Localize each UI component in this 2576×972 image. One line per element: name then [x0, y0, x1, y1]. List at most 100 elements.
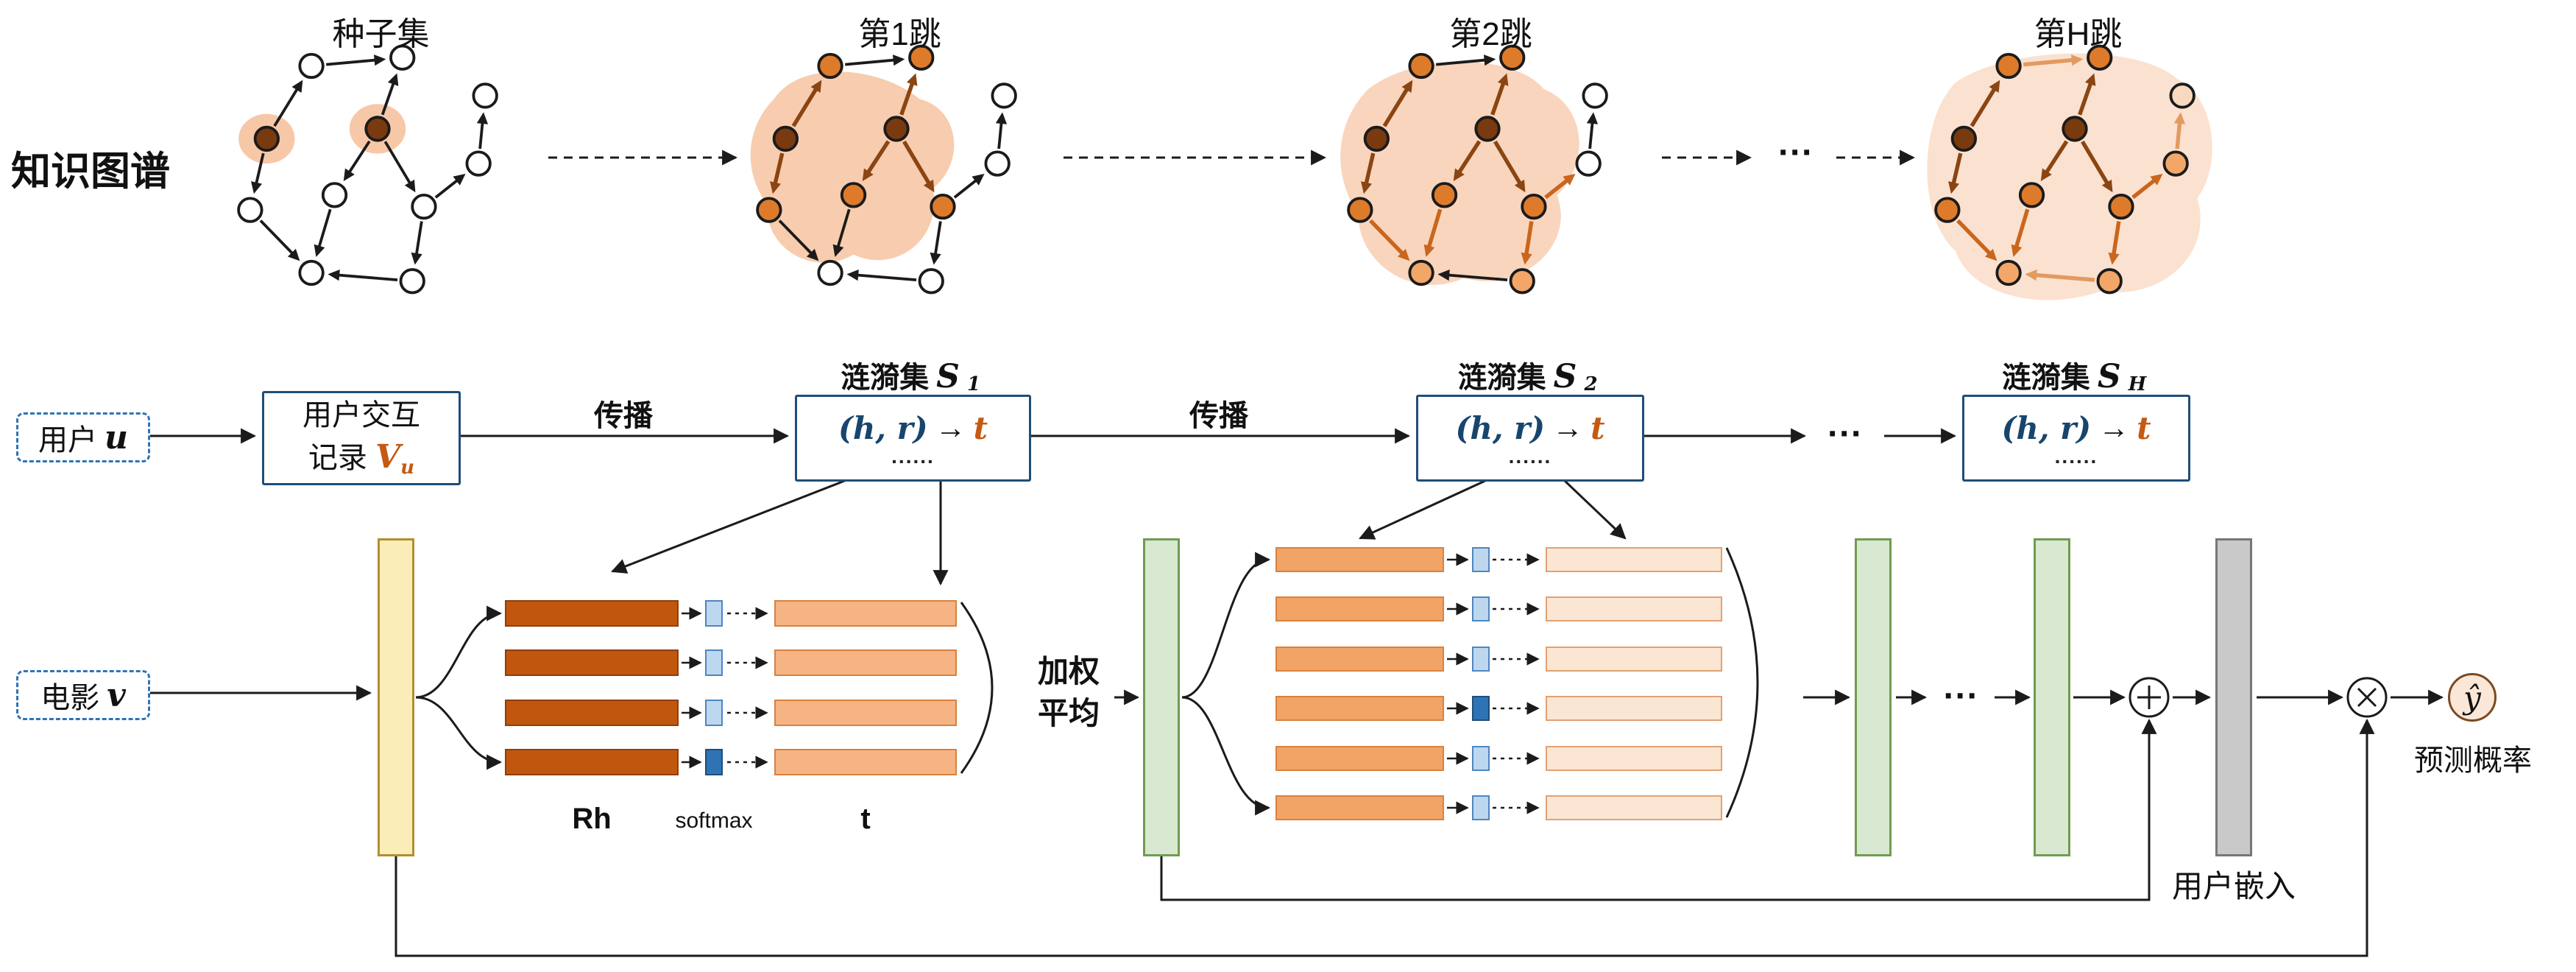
kg-node: [918, 268, 944, 295]
kg-node: [411, 193, 437, 220]
hop2-rh-embedding-bar: [1275, 596, 1444, 621]
movie-symbol: v: [107, 676, 126, 714]
kg-graph-hop2: [1340, 44, 1608, 295]
kg-node: [1474, 116, 1501, 142]
kg-node: [465, 150, 492, 177]
triple-H: (h, r) → t: [2001, 409, 2151, 446]
kg-graph-hopH: [1927, 44, 2212, 300]
kg-node: [1431, 182, 1458, 208]
kg-node: [1934, 197, 1961, 223]
hop-title-seed: 种子集: [332, 16, 430, 52]
user-embedding-bar: [2215, 538, 2252, 856]
softmax-label: softmax: [675, 809, 753, 833]
kg-node: [1582, 82, 1608, 109]
kg-node: [2087, 44, 2113, 71]
tail-embedding-bar: [774, 649, 957, 676]
interaction-line2: 记录 Vu: [308, 437, 415, 479]
kg-node: [883, 116, 910, 142]
softmax-weight-cell: [1472, 547, 1490, 572]
kg-node: [1408, 259, 1434, 286]
kg-ellipsis: ···: [1778, 133, 1814, 172]
kg-node: [298, 52, 325, 80]
tail-embedding-bar: [774, 749, 957, 775]
prediction-score-circle: ŷ: [2448, 673, 2497, 722]
kg-node: [840, 182, 867, 208]
softmax-weight-cell: [1472, 647, 1490, 672]
user-symbol: u: [105, 418, 128, 457]
ripple-set-box-2: (h, r) → t ......: [1416, 395, 1644, 482]
kg-node: [298, 259, 325, 286]
hop2-tail-embedding-bar: [1546, 647, 1722, 672]
triple-dots-2: ......: [1508, 444, 1552, 468]
kg-node: [1347, 197, 1373, 223]
ripple-set-box-H: (h, r) → t ......: [1962, 395, 2190, 482]
softmax-weight-cell: [705, 600, 723, 627]
plus-circle-icon: [2129, 677, 2170, 718]
y-hat-symbol: ŷ: [2463, 679, 2481, 716]
kg-node: [1509, 268, 1535, 295]
kg-node: [756, 197, 782, 223]
kg-node: [2162, 150, 2189, 177]
softmax-weight-cell: [1472, 696, 1490, 721]
item-embedding-bar: [378, 538, 414, 856]
kg-node: [984, 150, 1011, 177]
kg-node: [817, 52, 843, 80]
prediction-label: 预测概率: [2414, 744, 2532, 777]
times-circle-icon: [2346, 677, 2388, 718]
user-embedding-label: 用户嵌入: [2171, 869, 2296, 904]
kg-section-label: 知识图谱: [11, 149, 170, 194]
weighted-average-label: 加权 平均: [1037, 654, 1100, 730]
kg-node: [321, 182, 348, 208]
kg-node: [2018, 182, 2045, 208]
hop2-tail-embedding-bar: [1546, 547, 1722, 572]
kg-node: [2169, 82, 2195, 109]
kg-node: [2062, 116, 2088, 142]
ripple-set-label-2: 涟漪集 S2u: [1457, 358, 1599, 412]
hop-title-1: 第1跳: [858, 16, 941, 52]
tail-embedding-bar: [774, 600, 957, 627]
hop2-tail-embedding-bar: [1546, 596, 1722, 621]
triple-dots-1: ......: [891, 444, 935, 468]
movie-box-label: 电影: [40, 682, 100, 714]
interaction-symbol: V: [375, 437, 401, 476]
rh-embedding-bar: [505, 700, 679, 726]
kg-node: [472, 82, 498, 109]
rh-embedding-bar: [505, 600, 679, 627]
interaction-line1: 用户交互: [302, 398, 420, 432]
rh-label: Rh: [572, 803, 612, 835]
hop-title-H: 第H跳: [2034, 16, 2123, 52]
user-box-label: 用户: [38, 424, 97, 457]
kg-node: [2096, 268, 2123, 295]
user-box: 用户 u: [16, 412, 150, 462]
hopH-output-bar: [2034, 538, 2070, 856]
kg-node: [1521, 193, 1547, 220]
softmax-weight-cell: [705, 749, 723, 775]
hop2-tail-embedding-bar: [1546, 795, 1722, 820]
kg-node: [772, 125, 799, 152]
kg-node: [237, 197, 263, 223]
softmax-weight-cell: [705, 700, 723, 726]
kg-node: [1995, 52, 2022, 80]
kg-graph-seed-set: [237, 44, 498, 295]
tail-embedding-bar: [774, 700, 957, 726]
hop2-rh-embedding-bar: [1275, 746, 1444, 771]
kg-node: [930, 193, 956, 220]
kg-node: [389, 44, 416, 71]
kg-node: [908, 44, 935, 71]
kg-node: [1363, 125, 1390, 152]
kg-node: [253, 125, 280, 152]
softmax-weight-cell: [1472, 746, 1490, 771]
hop2-rh-embedding-bar: [1275, 647, 1444, 672]
propagate-label-1: 传播: [594, 400, 653, 432]
hop1-output-bar: [1143, 538, 1180, 856]
triple-1: (h, r) → t: [838, 409, 988, 446]
kg-node: [1408, 52, 1434, 80]
hop-title-2: 第2跳: [1449, 16, 1532, 52]
triple-dots-H: ......: [2054, 444, 2098, 468]
t-label: t: [860, 803, 871, 835]
kg-node: [1950, 125, 1978, 152]
hop2-rh-embedding-bar: [1275, 547, 1444, 572]
hop2-output-bar: [1855, 538, 1892, 856]
